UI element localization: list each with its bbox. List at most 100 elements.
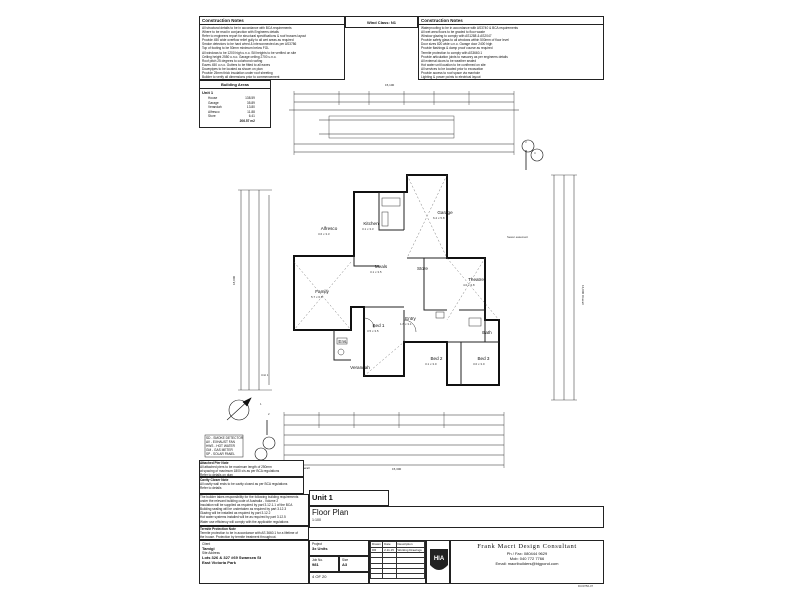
tb-drawing-title-cell: Floor Plan 1:100	[309, 506, 604, 528]
room-label-garage: Garage	[437, 210, 453, 215]
construction-note-line: Ceiling height 2550 u.n.o. Garage ceilin…	[202, 54, 277, 59]
construction-note-line: Where to be read in conjunction with Eng…	[202, 30, 279, 35]
tb-designer-mobile: Mob: 040 772 7766	[509, 556, 545, 561]
hia-logo-icon: HIA	[430, 549, 448, 570]
tb-file-ref: DUI0756-07	[578, 584, 594, 588]
area-row: 206.57 m2	[206, 119, 257, 124]
dim-ticks	[238, 91, 577, 468]
tb-job-cell: Job No. 981	[309, 556, 339, 572]
tb-client-name: Tamigi	[202, 546, 215, 552]
construction-note-line: Provide 450 wide overflow relief gully t…	[202, 38, 294, 43]
attached-pier-note-line: Refer to details on plan	[200, 473, 233, 477]
linen-cupboard	[435, 311, 445, 319]
construction-note-line: Waterproofing to be in accordance with A…	[421, 26, 518, 30]
general-notes-lines: The builder takes responsibility for the…	[200, 495, 308, 524]
area-label: Verandah	[208, 105, 222, 109]
dim-overall-top: 15,100	[385, 83, 395, 87]
area-row: Verandah 13.80	[206, 105, 257, 110]
dim-overall-right: 16,000 Overall	[581, 285, 585, 305]
construction-note-line: Door sizes 820 wide u.n.o. Garage door 2…	[421, 42, 493, 47]
general-note-line: Building sealing will be undertaken as r…	[200, 507, 287, 512]
section-marker-1	[262, 436, 276, 450]
kitchen-island	[381, 211, 389, 227]
dim-section-number-4: 4	[534, 151, 536, 155]
tb-client-cell: Client Tamigi Site Address Lots 326 & 32…	[199, 540, 309, 584]
general-note-line: Glazing will be installed as required by…	[200, 511, 271, 516]
dim-section-number-2: 2	[268, 412, 270, 416]
tb-sheet-number: 4 OF 20	[312, 574, 327, 579]
tb-client-caption: Client	[202, 542, 211, 546]
construction-note-line: All services to be located prior to exca…	[421, 66, 484, 71]
area-label: Alfresco	[208, 109, 220, 114]
tb-size-cell: Size A3	[339, 556, 369, 572]
attached-pier-note-title: Attached Pier Note	[200, 461, 229, 465]
roof-line-4	[293, 261, 352, 331]
wall-bath	[459, 309, 486, 342]
roof-line-5	[446, 257, 500, 321]
wall-alfresco	[353, 256, 379, 267]
construction-note-line: Provide safety glass to all windows with…	[421, 38, 509, 43]
room-dim-garage: 6.2 x 5.8	[433, 216, 445, 220]
bath-tub	[468, 317, 482, 327]
note-unit: Unit 1	[261, 373, 269, 377]
section-marker-3	[521, 139, 535, 153]
general-notes-box: The builder takes responsibility for the…	[199, 494, 309, 526]
wall-store	[423, 258, 447, 311]
cavity-closer-note-box: Cavity Closer Note All cavity wall ends …	[199, 477, 304, 494]
roof-line-2	[406, 174, 448, 259]
hia-logo-text: HIA	[434, 556, 445, 562]
dim-label-overall: Overall	[300, 466, 310, 470]
revision-cell	[395, 573, 426, 580]
area-value: 6.41	[248, 114, 255, 118]
area-value: 11.88	[247, 109, 255, 114]
legend-line: HWS - HOT WATER	[206, 444, 235, 449]
construction-notes-left-title: Construction Notes	[200, 17, 344, 25]
revision-cell	[369, 573, 384, 580]
room-label-alfresco: Alfresco	[320, 226, 338, 231]
construction-note-line: Provide articulation joints to masonry a…	[421, 54, 508, 59]
tb-address-caption: Site Address	[202, 551, 220, 556]
tb-designer-phone: Ph / Fax: 080444 9629	[506, 551, 548, 556]
construction-note-line: Downpipes to be located as shown on plan	[202, 66, 263, 71]
room-dim-bed3: 3.0 x 3.0	[473, 362, 485, 366]
tb-size: A3	[342, 562, 348, 568]
north-arrow-icon	[226, 397, 252, 421]
dim-overall-left: 18,000	[232, 275, 236, 285]
room-label-entry: Entry	[405, 316, 416, 321]
upper-roof-outline	[328, 115, 455, 139]
tb-designer-name: Frank Macri Design Consultant	[477, 543, 577, 550]
general-note-line: The builder takes responsibility for the…	[200, 495, 299, 499]
tb-unit-label: Unit 1	[312, 493, 333, 502]
room-label-bed2: Bed 2	[430, 356, 443, 361]
tb-sheet-cell: 4 OF 20	[309, 572, 369, 584]
construction-note-line: All structural details to be in accordan…	[202, 26, 292, 30]
revision-cell	[382, 573, 397, 580]
room-dim-theatre: 4.0 x 3.8	[463, 283, 475, 287]
general-note-line: Water use efficiency will comply with th…	[200, 519, 289, 524]
room-label-theatre: Theatre	[468, 277, 484, 282]
termite-note-lines: Termite protection to be in accordance w…	[200, 531, 308, 539]
wind-class-box: Wind Class: N1	[345, 16, 418, 28]
roof-line-7	[363, 341, 405, 377]
attached-pier-note-line: All attached piers to be maximum length …	[200, 465, 272, 470]
construction-note-line: Window glazing to comply with AS1288 & A…	[421, 34, 492, 39]
room-label-ens: Ens.	[338, 339, 348, 344]
room-label-store: Store	[417, 266, 428, 271]
wind-class-label: Wind Class: N1	[366, 20, 397, 25]
room-dim-kitchen: 3.1 x 3.3	[362, 227, 374, 231]
tb-designer-email: Email: macribuilders@bigpond.com	[495, 561, 559, 566]
floor-plan-drawing	[204, 91, 577, 468]
building-areas-unit: Unit 1	[202, 90, 214, 95]
construction-note-line: All windows to be 1200 high u.n.o. Sill …	[202, 50, 297, 55]
cavity-closer-note-line: Refer to details	[200, 486, 222, 491]
area-value: 13.80	[246, 105, 255, 109]
tb-size-caption: Size	[342, 558, 349, 562]
